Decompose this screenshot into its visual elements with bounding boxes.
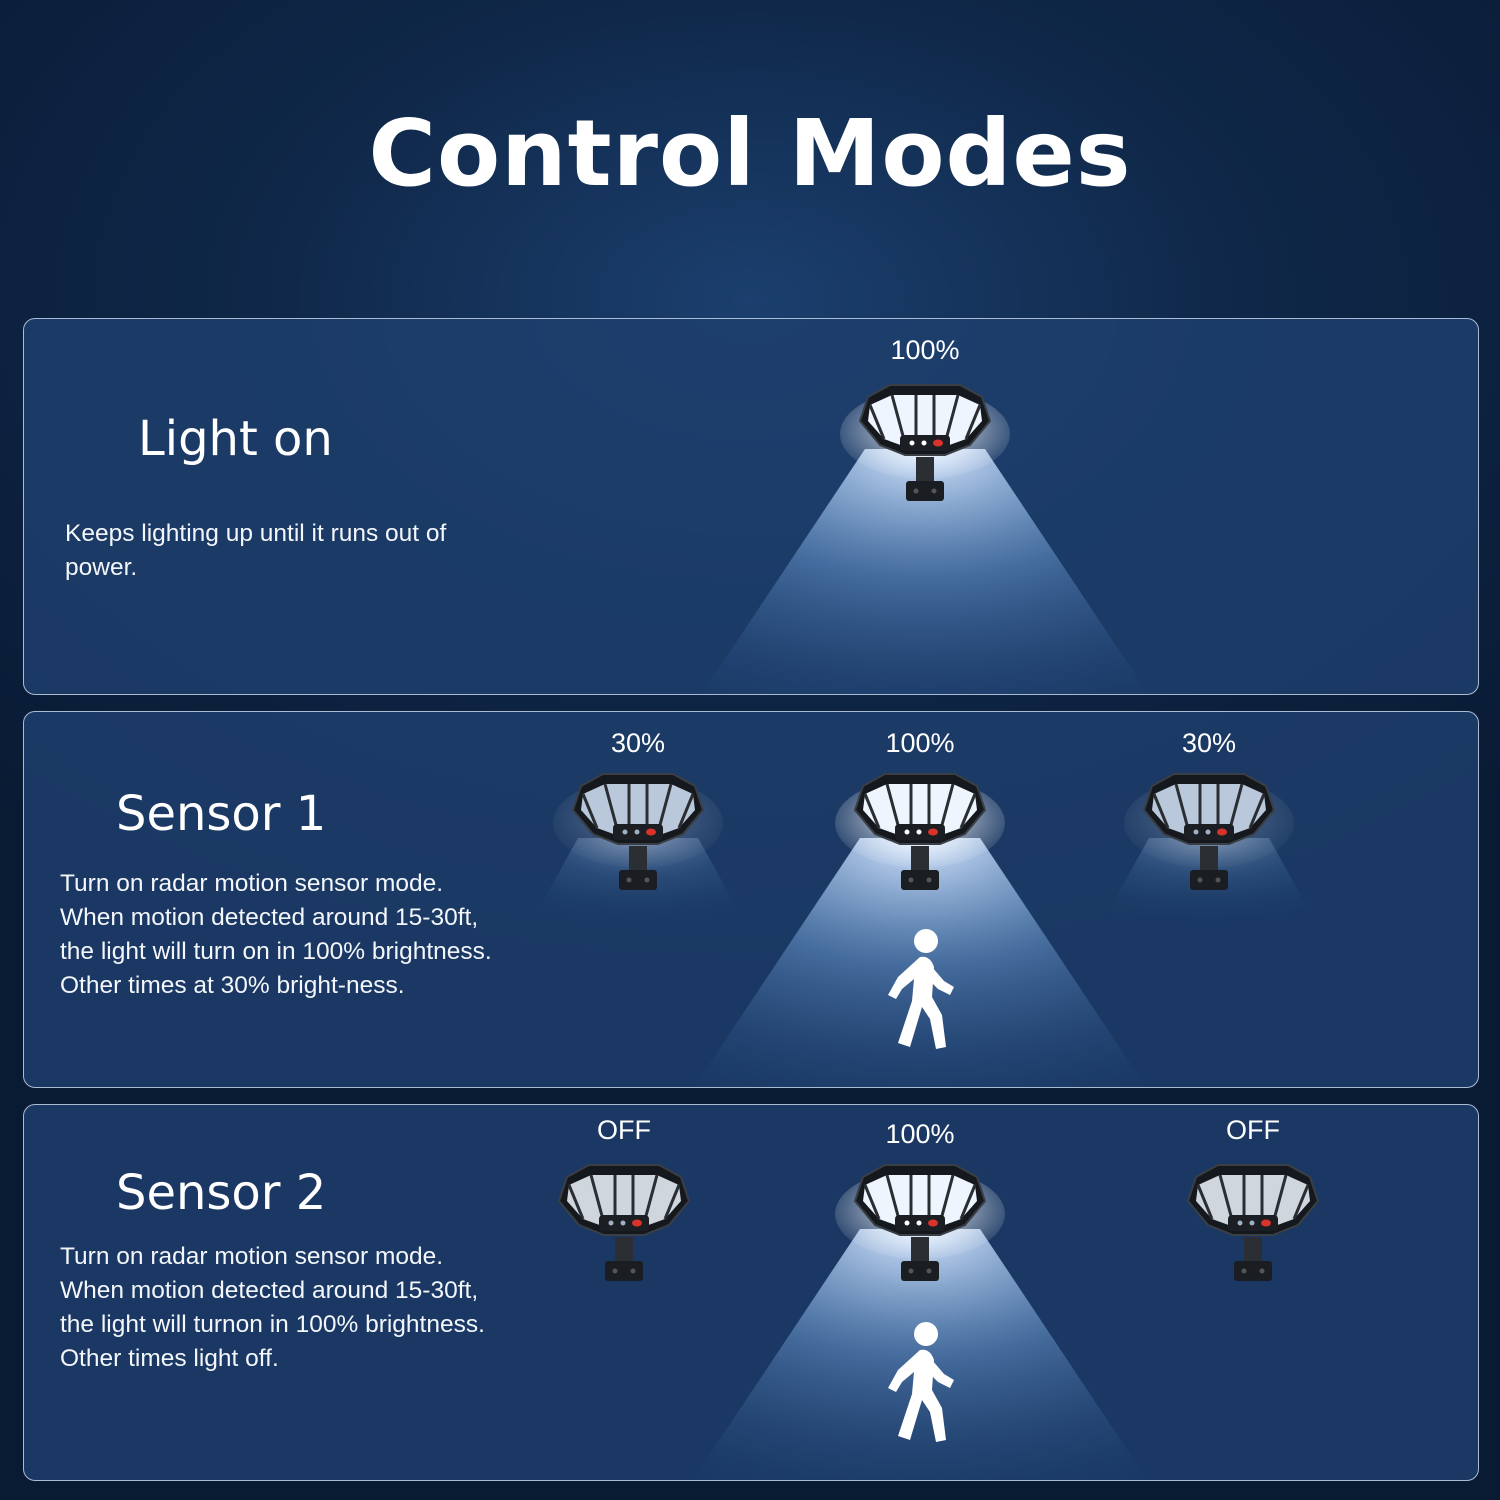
brightness-label: 100% — [885, 1119, 955, 1149]
description-line: Keeps lighting up until it runs out of — [65, 520, 447, 547]
lamp-right: 30% — [1124, 728, 1294, 908]
description-line: When motion detected around 15-30ft, — [60, 1277, 479, 1304]
walking-person-icon — [882, 1320, 962, 1450]
lamp-100: 100% — [840, 335, 1010, 519]
description-line: Other times light off. — [60, 1345, 279, 1372]
mode-description: Turn on radar motion sensor mode. When m… — [60, 1240, 485, 1376]
brightness-label: 100% — [885, 728, 955, 758]
description-line: power. — [65, 554, 138, 581]
lamp-left: 30% — [553, 728, 723, 908]
walking-person-icon — [882, 927, 962, 1057]
solar-wall-lamp-icon — [539, 1164, 709, 1281]
description-line: Turn on radar motion sensor mode. — [60, 870, 444, 897]
solar-wall-lamp-icon — [1168, 1164, 1338, 1281]
brightness-label: 30% — [1181, 728, 1237, 758]
brightness-label: OFF — [597, 1115, 651, 1145]
solar-wall-lamp-icon — [835, 1164, 1005, 1281]
mode-panel-sensor-1: Sensor 1 Turn on radar motion sensor mod… — [23, 711, 1479, 1088]
mode-title: Sensor 1 — [116, 786, 327, 842]
solar-wall-lamp-icon — [840, 384, 1010, 501]
solar-wall-lamp-icon — [553, 773, 723, 890]
solar-wall-lamp-icon — [1124, 773, 1294, 890]
description-line: Other times at 30% bright-ness. — [60, 972, 405, 999]
brightness-label: OFF — [1226, 1115, 1280, 1145]
mode-panel-sensor-2: Sensor 2 Turn on radar motion sensor mod… — [23, 1104, 1479, 1481]
brightness-label: 30% — [610, 728, 666, 758]
description-line: When motion detected around 15-30ft, — [60, 904, 479, 931]
description-line: Turn on radar motion sensor mode. — [60, 1243, 444, 1270]
brightness-label: 100% — [890, 335, 960, 365]
mode-title: Light on — [138, 411, 333, 467]
lamp-center: 100% — [835, 1119, 1005, 1299]
solar-wall-lamp-icon — [835, 773, 1005, 890]
lamp-right: OFF — [1168, 1115, 1338, 1299]
walking-person-glyph — [888, 929, 954, 1049]
mode-description: Keeps lighting up until it runs out of p… — [65, 517, 446, 585]
description-line: the light will turnon in 100% brightness… — [60, 1311, 485, 1338]
page-title: Control Modes — [368, 100, 1132, 207]
mode-description: Turn on radar motion sensor mode. When m… — [60, 867, 492, 1003]
lamp-left: OFF — [539, 1115, 709, 1299]
mode-title: Sensor 2 — [116, 1165, 327, 1221]
walking-person-glyph — [888, 1322, 954, 1442]
mode-panel-light-on: Light on Keeps lighting up until it runs… — [23, 318, 1479, 695]
description-line: the light will turn on in 100% brightnes… — [60, 938, 492, 965]
lamp-center: 100% — [835, 728, 1005, 908]
